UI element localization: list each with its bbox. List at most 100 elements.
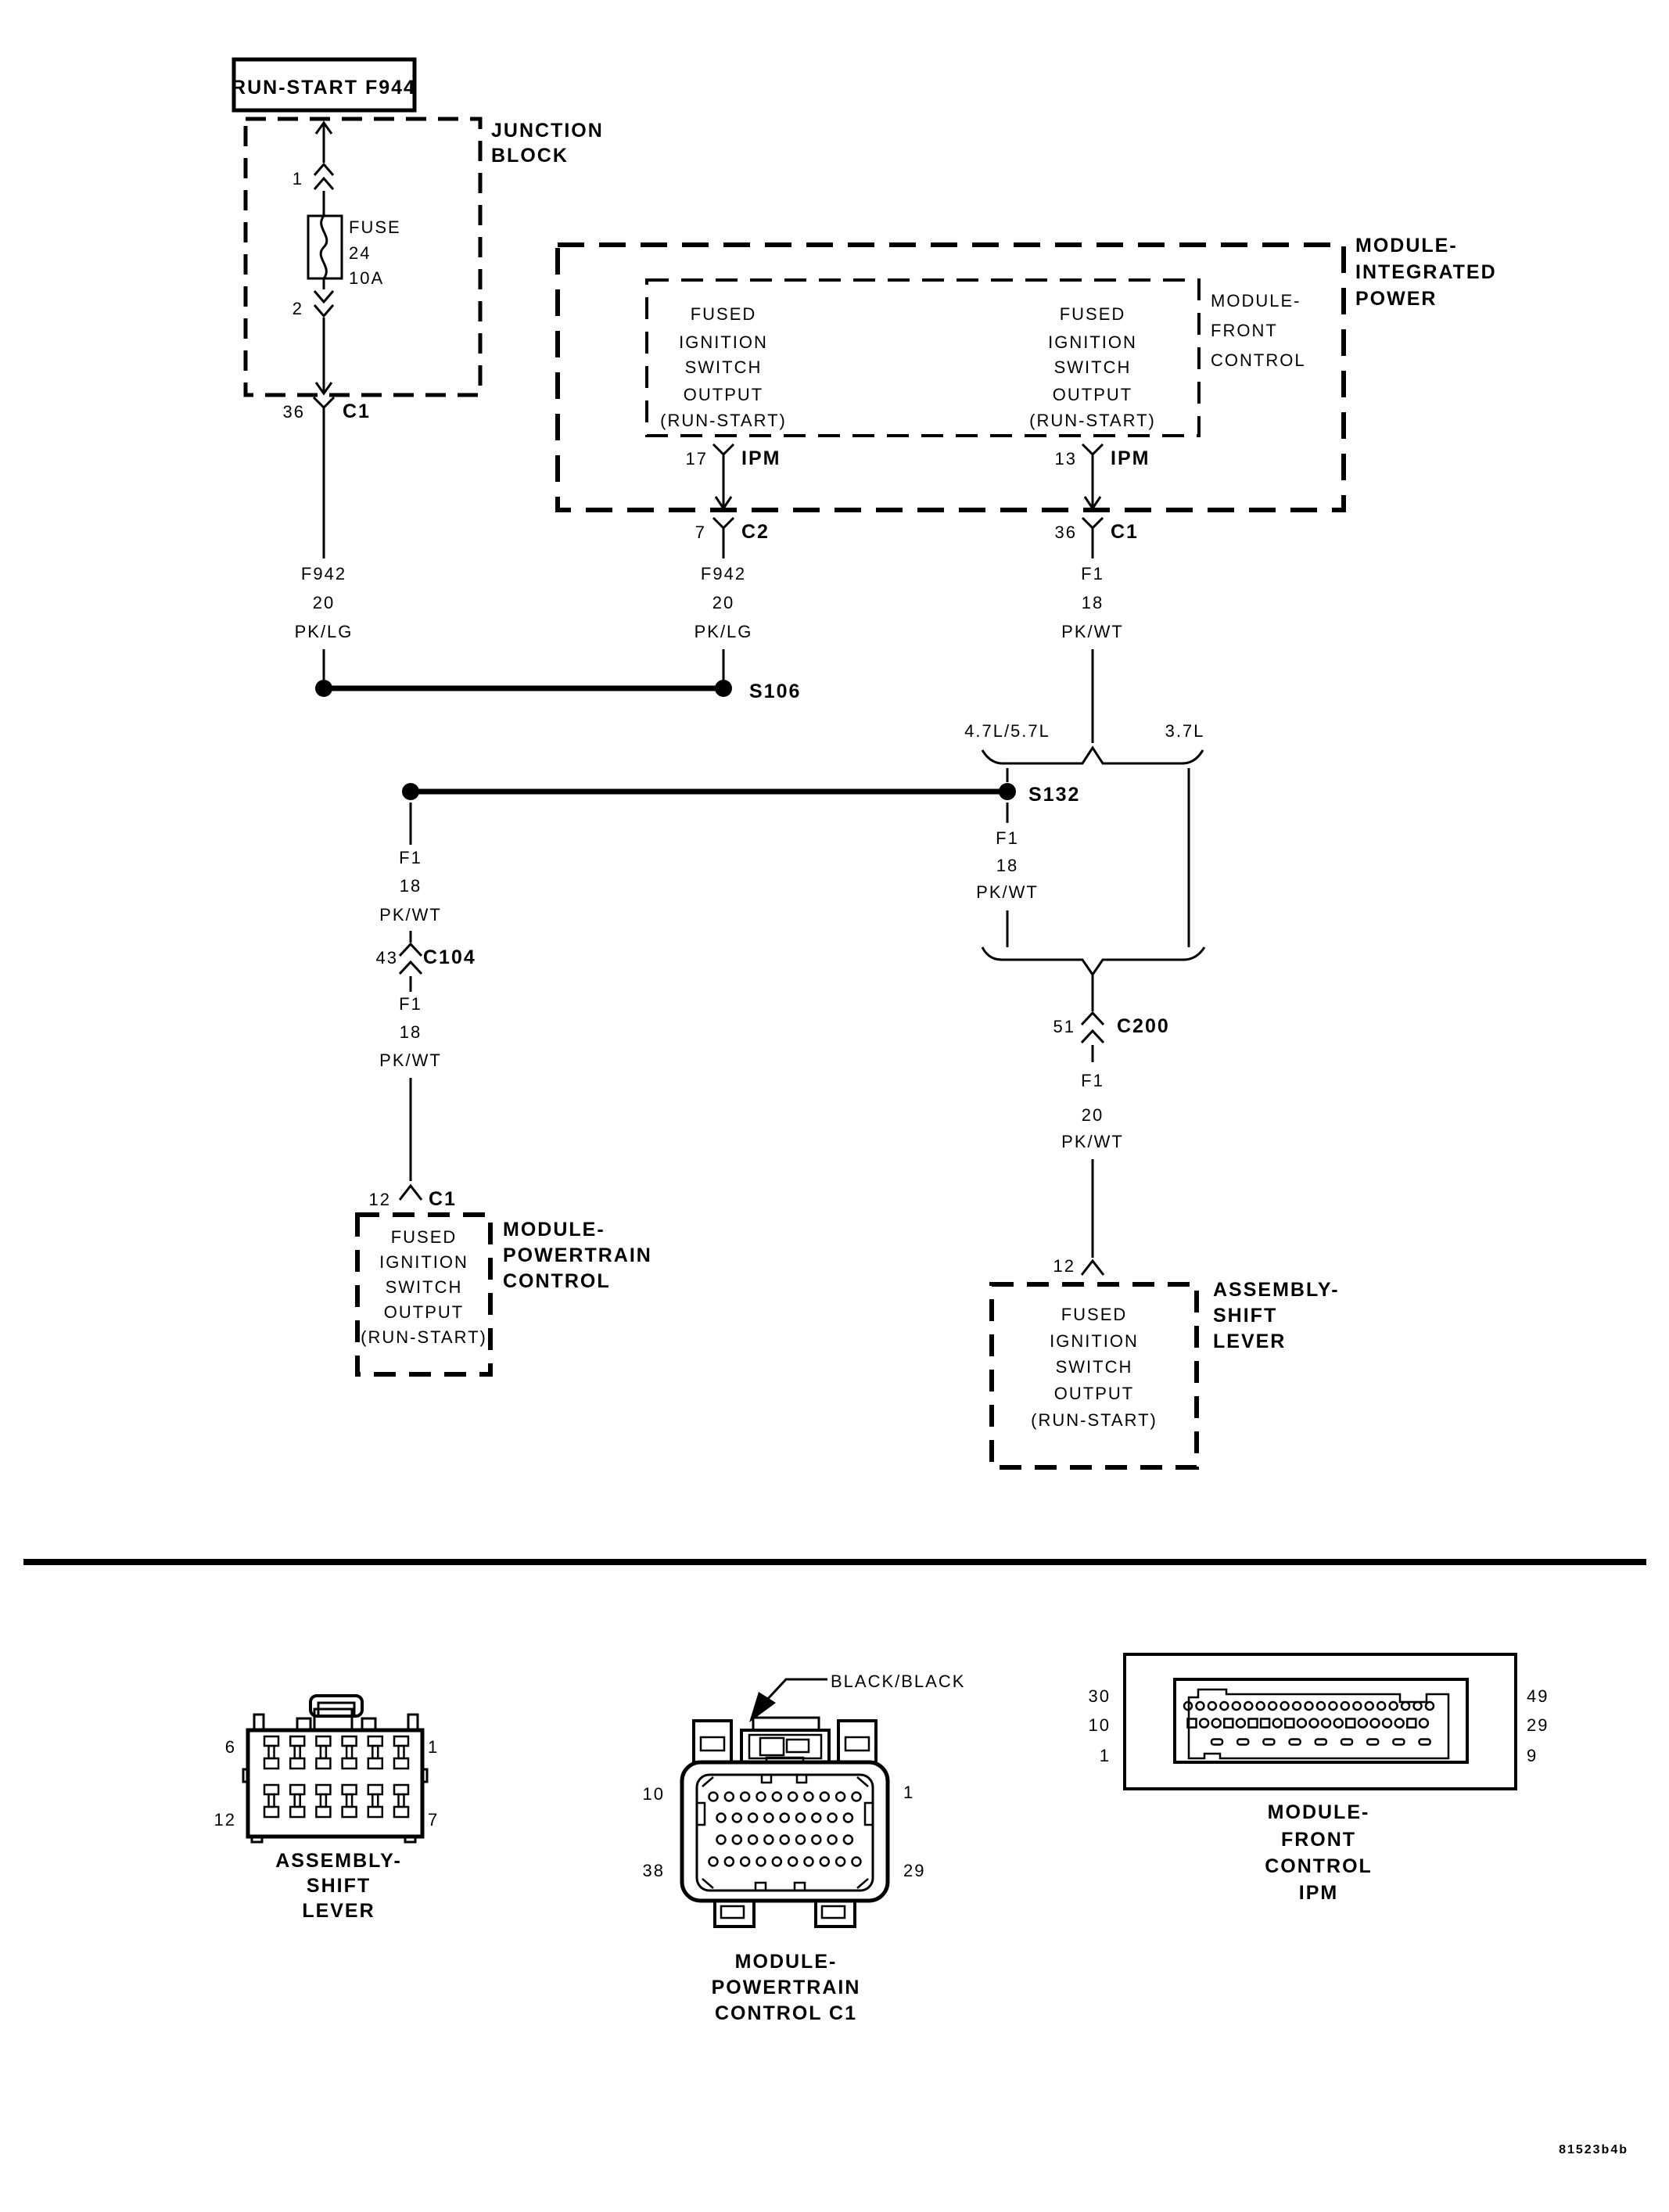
wire-circuit: F942 — [301, 564, 346, 584]
pin-number: 7 — [428, 1810, 439, 1830]
mip-label-2: INTEGRATED — [1355, 261, 1497, 283]
pin-terminal — [293, 1744, 301, 1760]
pin-circle — [795, 1812, 806, 1823]
wire-color: PK/WT — [976, 882, 1039, 902]
jb-pin-2: 2 — [293, 299, 303, 318]
pin-terminal — [341, 1735, 357, 1747]
mount-ear-slot — [844, 1736, 870, 1752]
connector-label: IPM — [1299, 1882, 1338, 1904]
engine-branch-right-label: 3.7L — [1165, 721, 1205, 741]
pin-terminal — [319, 1793, 328, 1808]
connector-view-shift-lever: 6 1 12 7 ASSEMBLY- SHIFT LEVER — [214, 1694, 439, 1922]
pin-slot — [1210, 1738, 1224, 1746]
pin-circle — [1235, 1718, 1247, 1729]
mfc-label-2: FRONT — [1211, 321, 1278, 340]
junction-block: JUNCTION BLOCK 1 FUSE 24 10A 2 — [243, 117, 602, 397]
pin-circle — [739, 1856, 751, 1867]
latch-base — [313, 1707, 354, 1732]
pin-circle — [1394, 1718, 1405, 1729]
merge-brace-icon — [981, 946, 1206, 977]
desc-line: SWITCH — [1054, 357, 1132, 377]
mip-label-1: MODULE- — [1355, 235, 1458, 257]
pin-slot — [1262, 1738, 1276, 1746]
top-wing — [407, 1713, 419, 1732]
title-box-border — [232, 57, 417, 113]
bottom-foot — [250, 1835, 264, 1844]
wire-circuit: F1 — [1081, 1071, 1104, 1090]
pin-number: 1 — [428, 1737, 439, 1757]
pin-terminal — [263, 1757, 280, 1770]
pin-terminal — [263, 1783, 280, 1796]
powertrain-control-module: FUSED IGNITION SWITCH OUTPUT (RUN-START)… — [355, 1212, 651, 1377]
wire-gauge: 20 — [313, 593, 335, 612]
pin-circle — [851, 1791, 862, 1802]
wire-c1-to-branch: F1 18 PK/WT 4.7L/5.7L 3.7L — [964, 541, 1204, 947]
wire-color: PK/WT — [1061, 622, 1124, 641]
arrow-down-icon — [1083, 496, 1102, 511]
side-key — [695, 1801, 706, 1826]
page-title: RUN-START F944 — [232, 77, 416, 99]
pin-number: 12 — [1053, 1256, 1075, 1276]
desc-line: FUSED — [691, 304, 757, 324]
pin-number: 6 — [225, 1737, 236, 1757]
connector-label: CONTROL C1 — [715, 2002, 857, 2024]
pin-terminal — [289, 1735, 306, 1747]
pin-number: 29 — [1527, 1715, 1549, 1735]
mfc-border — [645, 278, 1201, 437]
jb-pin-1: 1 — [293, 169, 303, 189]
pin-terminal — [263, 1735, 280, 1747]
pin-circle — [1304, 1700, 1314, 1711]
pin-circle — [731, 1834, 743, 1845]
pin-circle — [803, 1856, 814, 1867]
pin-circle — [723, 1856, 735, 1867]
connector-name: IPM — [1111, 447, 1150, 469]
pin-slot — [1314, 1738, 1328, 1746]
mfc-right-pin-desc: FUSED IGNITION SWITCH OUTPUT (RUN-START) — [1029, 304, 1154, 430]
pin-circle — [1315, 1700, 1326, 1711]
pin-circle — [771, 1791, 783, 1802]
desc-line: FUSED — [391, 1227, 458, 1247]
connector-label: SHIFT — [307, 1875, 371, 1897]
pin-circle — [763, 1812, 774, 1823]
latch-detail — [759, 1736, 785, 1757]
connector-label: MODULE- — [735, 1951, 838, 1973]
pin-circle — [1364, 1700, 1374, 1711]
pin-circle — [834, 1856, 846, 1867]
side-notch — [421, 1768, 429, 1783]
pin-square — [1406, 1718, 1417, 1729]
mount-ear — [692, 1719, 733, 1764]
pin-terminal — [293, 1793, 301, 1808]
pin-terminal — [393, 1783, 410, 1796]
y-connector-icon — [312, 396, 336, 419]
wire-circuit: F1 — [996, 828, 1019, 848]
wire-circuit: F942 — [701, 564, 746, 584]
desc-line: IGNITION — [1050, 1331, 1139, 1351]
pin-number: 49 — [1527, 1686, 1549, 1706]
side-notch — [242, 1768, 249, 1783]
desc-line: OUTPUT — [1053, 385, 1132, 404]
keyway-notch — [793, 1881, 806, 1892]
pin-number: 13 — [1055, 449, 1077, 469]
desc-line: (RUN-START) — [361, 1327, 487, 1347]
pin-circle — [1183, 1700, 1193, 1711]
fuse-name: FUSE — [349, 217, 401, 237]
module-integrated-power: MODULE- INTEGRATED POWER MODULE- FRONT C… — [555, 235, 1497, 512]
mip-label-3: POWER — [1355, 288, 1437, 310]
connector-chevron-down-icon — [313, 290, 335, 318]
wire-jb-to-s106: F942 20 PK/LG — [295, 419, 351, 697]
pin-circle — [1308, 1718, 1319, 1729]
pin-circle — [1267, 1700, 1278, 1711]
pin-square — [1345, 1718, 1356, 1729]
wire-c2-to-s106: F942 20 PK/LG S106 — [324, 541, 799, 702]
mfc-left-pin: 17 IPM — [686, 443, 779, 511]
arrow-down-icon — [714, 496, 733, 511]
pin-circle — [1412, 1700, 1423, 1711]
mount-foot — [713, 1899, 756, 1928]
connector-chevron-up-icon — [398, 1183, 423, 1201]
pin-number: 10 — [643, 1784, 665, 1804]
pin-terminal — [315, 1805, 332, 1819]
connector-body — [680, 1760, 890, 1903]
y-connector-icon — [1081, 443, 1104, 466]
connector-label: LEVER — [302, 1900, 375, 1922]
